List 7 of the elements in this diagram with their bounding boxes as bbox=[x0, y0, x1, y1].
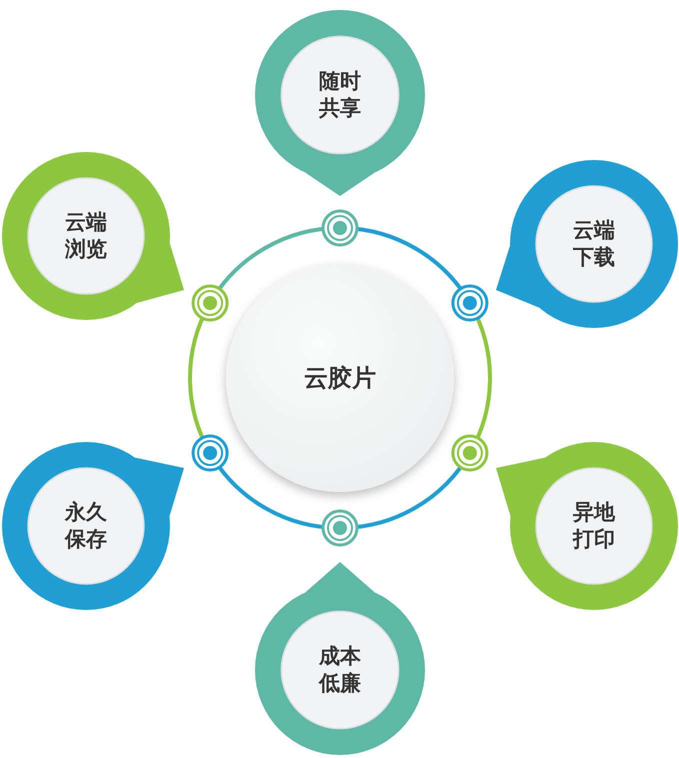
bubble-label: 异地打印 bbox=[572, 499, 616, 553]
bubble-label: 永久保存 bbox=[64, 499, 108, 553]
bubble-label: 成本低廉 bbox=[318, 643, 362, 697]
center-circle: 云胶片 bbox=[226, 264, 454, 492]
bubble-label: 云端浏览 bbox=[64, 209, 108, 263]
bubble-label: 云端下载 bbox=[572, 217, 616, 271]
bubble-label: 随时共享 bbox=[318, 68, 362, 122]
